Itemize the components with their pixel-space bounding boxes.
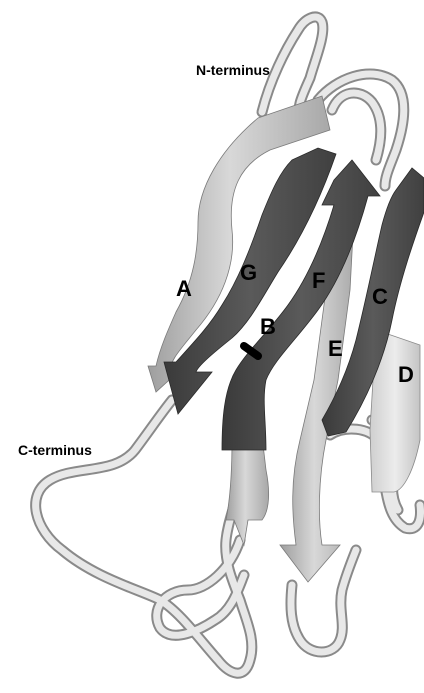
n-terminus-label: N-terminus [196, 62, 270, 78]
strand-c-label: C [372, 284, 388, 310]
strand-b-label: B [260, 314, 276, 340]
c-terminus-label: C-terminus [18, 442, 92, 458]
strand-g-label: G [240, 260, 257, 286]
strand-e-label: E [328, 336, 343, 362]
strand-a-label: A [176, 276, 192, 302]
strand-f-label: F [312, 268, 325, 294]
strand-d-label: D [398, 362, 414, 388]
strand-a-ribbon [148, 96, 330, 392]
